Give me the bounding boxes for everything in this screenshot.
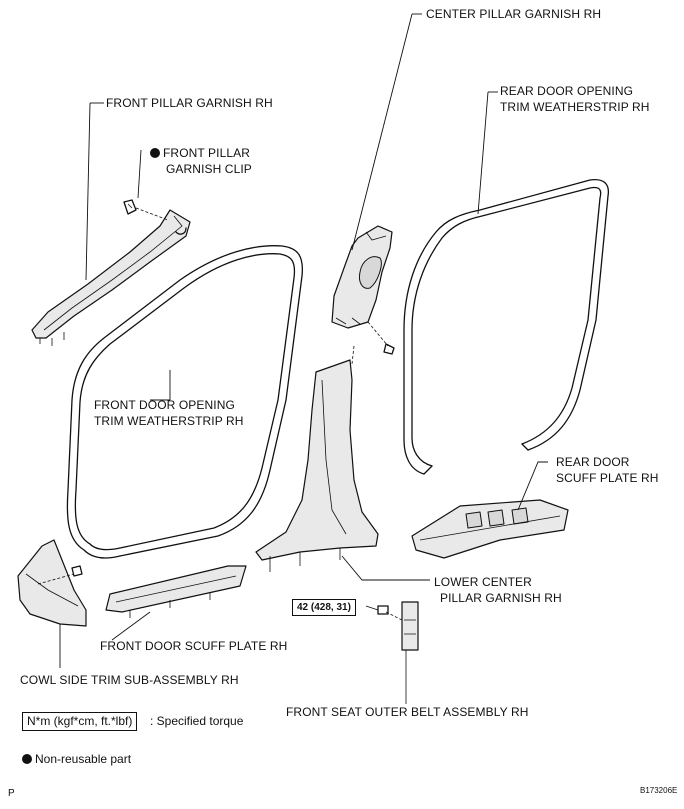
lower-center-pillar-garnish-part <box>255 345 379 572</box>
label-front-pillar-clip-line1: FRONT PILLAR <box>150 146 250 161</box>
legend-non-reusable-text: Non-reusable part <box>35 752 132 766</box>
label-center-pillar-garnish: CENTER PILLAR GARNISH RH <box>426 7 602 21</box>
label-front-scuff: FRONT DOOR SCUFF PLATE RH <box>100 639 288 653</box>
label-rear-scuff-line2: SCUFF PLATE RH <box>556 471 659 485</box>
label-lower-center-pillar-line2: PILLAR GARNISH RH <box>440 591 562 605</box>
label-front-seat-belt: FRONT SEAT OUTER BELT ASSEMBLY RH <box>286 705 529 719</box>
cowl-side-trim-part <box>17 539 87 627</box>
front-scuff-plate-part <box>105 565 247 618</box>
label-cowl-side-trim: COWL SIDE TRIM SUB-ASSEMBLY RH <box>20 673 239 687</box>
center-pillar-garnish-part <box>331 225 395 355</box>
figure-id: B173206E <box>640 786 678 795</box>
non-reusable-legend-dot-icon <box>22 754 32 764</box>
front-weatherstrip-part <box>66 245 304 559</box>
front-seat-belt-part <box>377 601 419 704</box>
rear-weatherstrip-part <box>403 178 610 475</box>
non-reusable-dot-icon <box>150 148 160 158</box>
label-front-pillar-clip-line2: GARNISH CLIP <box>166 162 252 176</box>
label-rear-weatherstrip-line2: TRIM WEATHERSTRIP RH <box>500 100 650 114</box>
label-rear-scuff-line1: REAR DOOR <box>556 455 630 469</box>
legend-torque-unit-desc: : Specified torque <box>150 714 244 728</box>
legend-torque-unit-box: N*m (kgf*cm, ft.*lbf) <box>22 712 138 731</box>
label-front-pillar-garnish: FRONT PILLAR GARNISH RH <box>106 96 273 110</box>
footer-left-code: P <box>8 788 15 799</box>
label-rear-weatherstrip-line1: REAR DOOR OPENING <box>500 84 634 98</box>
label-front-weatherstrip-line2: TRIM WEATHERSTRIP RH <box>94 414 244 428</box>
rear-scuff-plate-part <box>411 499 569 559</box>
label-front-weatherstrip-line1: FRONT DOOR OPENING <box>94 398 235 412</box>
label-lower-center-pillar-line1: LOWER CENTER <box>434 575 532 589</box>
legend-non-reusable: Non-reusable part <box>22 752 131 767</box>
front-pillar-clip-text-1: FRONT PILLAR <box>163 146 250 160</box>
front-pillar-garnish-part <box>31 209 191 346</box>
front-pillar-clip-part <box>123 199 169 221</box>
torque-value-box: 42 (428, 31) <box>292 599 356 616</box>
